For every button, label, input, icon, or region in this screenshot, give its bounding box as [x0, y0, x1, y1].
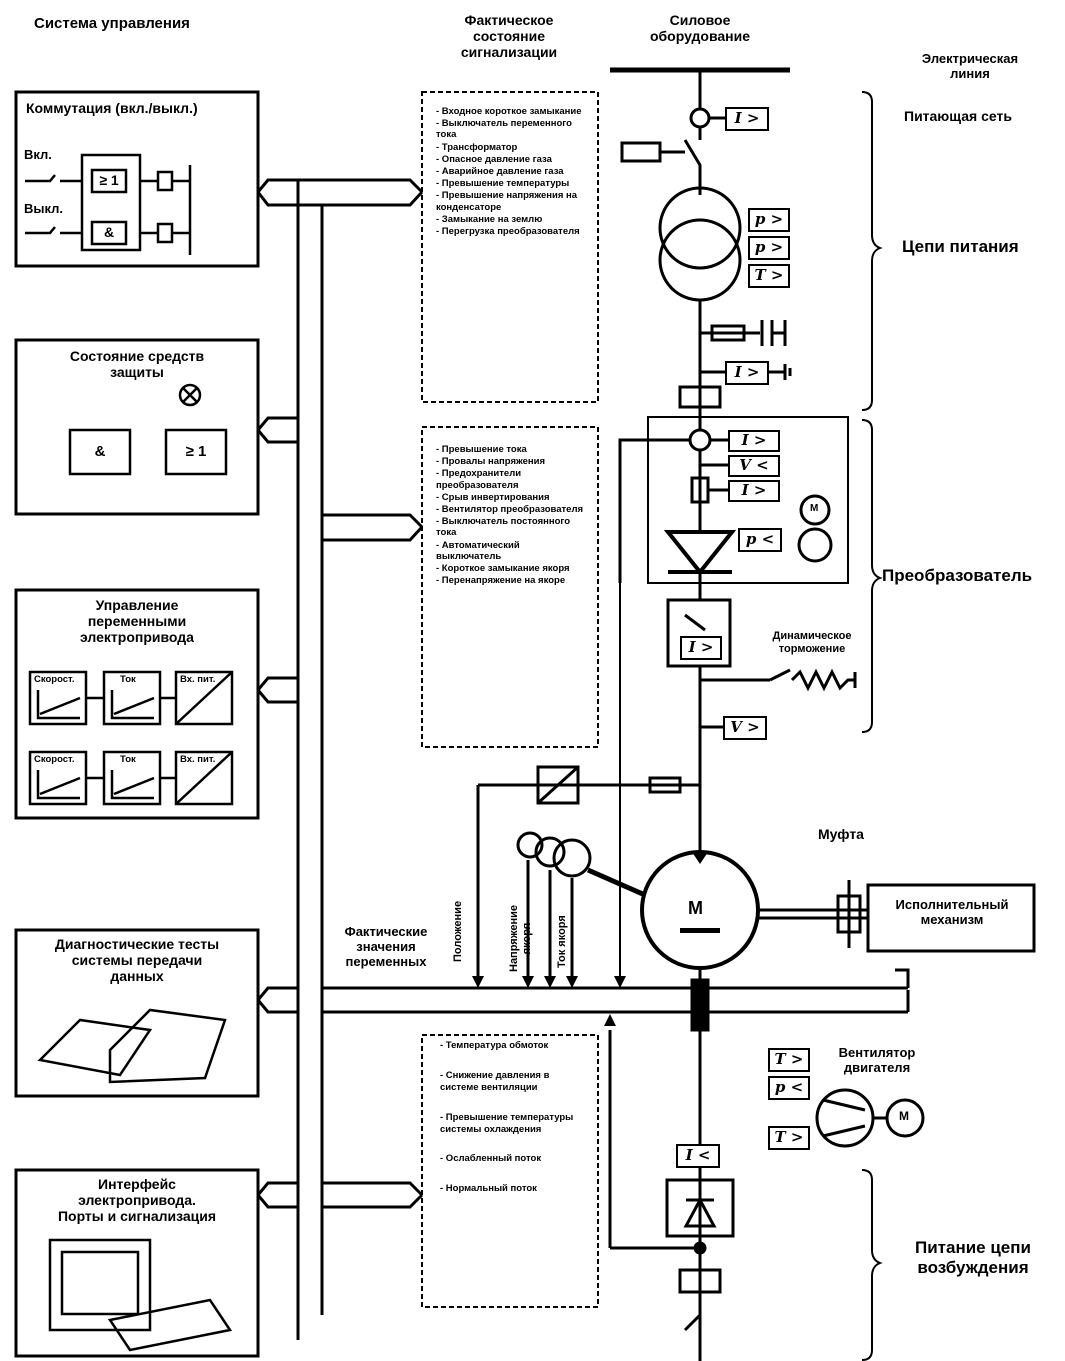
input-supply-block-label: Вх. пит. [180, 674, 216, 685]
signal-item: - Замыкание на землю [436, 213, 543, 225]
signal-item: - Опасное давление газа [436, 153, 552, 165]
converter-signal-list: - Превышение тока - Провалы напряжения -… [436, 444, 586, 587]
off-label: Выкл. [24, 201, 64, 216]
fan-motor-letter: M [899, 1109, 909, 1123]
mechanism-label: Исполнительный механизм [895, 897, 1009, 927]
motor-letter: M [688, 898, 703, 918]
interface-block-frame [14, 1168, 260, 1358]
motor-bar [680, 928, 720, 933]
supply-signal-box [421, 91, 599, 403]
signal-item: - Превышение тока [436, 444, 527, 455]
power-equipment-header: Силовое оборудование [649, 12, 751, 45]
signal-item: - Превышение температуры системы охлажде… [440, 1111, 574, 1135]
overpressure-relay-symbol-2: p > [748, 236, 790, 260]
signal-item: - Вентилятор преобразователя [436, 504, 584, 516]
fan-overtemp-symbol-2: T > [768, 1126, 810, 1150]
speed-block-label: Скорост. [34, 674, 75, 685]
signal-item: - Перегрузка преобразователя [436, 226, 580, 238]
control-system-header: Система управления [34, 15, 190, 32]
signal-item: - Срыв инвертирования [436, 491, 550, 503]
overvoltage-symbol: V > [723, 716, 767, 740]
signal-item: - Температура обмоток [440, 1040, 549, 1051]
protection-block-frame [14, 338, 260, 516]
actual-values-label: Фактические значения переменных [344, 924, 428, 969]
dynamic-braking-label: Динамическое торможение [772, 630, 852, 655]
signal-item: - Перенапряжение на якоре [436, 575, 566, 587]
coupling-label: Муфта [818, 826, 864, 842]
signal-item: - Выключатель постоянного тока [436, 516, 571, 539]
supply-network-label: Питающая сеть [904, 108, 1012, 124]
signal-item: - Трансформатор [436, 141, 518, 153]
diagnostics-block-frame [14, 928, 260, 1098]
signal-item: - Автоматический выключатель [436, 539, 520, 562]
actual-states-header: Фактическое состояние сигнализации [460, 12, 558, 61]
drive-control-block-frame [14, 588, 260, 820]
low-pressure-symbol: p < [738, 528, 782, 552]
excitation-signal-list: - Температура обмоток - Снижение давлени… [440, 1040, 588, 1196]
signal-item: - Аварийное давление газа [436, 166, 564, 178]
current-block-label: Ток [120, 674, 136, 685]
undercurrent-symbol: I < [676, 1144, 720, 1168]
undervoltage-symbol: V < [728, 455, 780, 477]
earth-fault-relay-symbol: I > [725, 361, 769, 385]
signal-item: - Выключатель переменного тока [436, 118, 572, 141]
or-gate-label: ≥ 1 [99, 172, 119, 188]
overpressure-relay-symbol: p > [748, 208, 790, 232]
supply-signal-list: - Входное короткое замыкание - Выключате… [436, 106, 586, 238]
switching-block-frame [14, 90, 260, 268]
signal-item: - Превышение температуры [436, 178, 570, 190]
armature-current-label: Ток якоря [556, 915, 568, 968]
fan-lowpressure-symbol: p < [768, 1076, 810, 1100]
protection-title: Состояние средств защиты [69, 348, 205, 381]
diagnostics-title: Диагностические тесты системы передачи д… [54, 936, 220, 985]
signal-item: - Входное короткое замыкание [436, 106, 582, 117]
interface-title: Интерфейс электропривода. Порты и сигнал… [57, 1176, 217, 1225]
overtemperature-relay-symbol: T > [748, 264, 790, 288]
protection-or-gate: ≥ 1 [185, 443, 207, 460]
fan-label: Вентилятор двигателя [838, 1045, 916, 1075]
signal-item: - Превышение напряжения на конденсаторе [436, 190, 578, 213]
switching-title: Коммутация (вкл./выкл.) [26, 100, 198, 116]
input-supply-block-label-2: Вх. пит. [180, 754, 216, 765]
on-label: Вкл. [24, 147, 52, 162]
signal-item: - Короткое замыкание якоря [436, 563, 570, 575]
fuse-overcurrent-symbol: I > [728, 480, 780, 502]
supply-circuits-label: Цепи питания [902, 237, 1019, 256]
speed-block-label-2: Скорост. [34, 754, 75, 765]
converter-label: Преобразователь [882, 566, 1033, 585]
electric-line-header: Электрическая линия [921, 51, 1019, 81]
converter-signal-box [421, 426, 599, 748]
signal-item: - Предохранители преобразователя [436, 468, 522, 491]
excitation-supply-label: Питание цепи возбуждения [915, 1238, 1031, 1277]
current-block-label-2: Ток [120, 754, 136, 765]
signal-item: - Ослабленный поток [440, 1153, 542, 1165]
signal-item: - Снижение давления в системе вентиляции [440, 1069, 550, 1093]
dc-breaker-overcurrent-symbol: I > [680, 636, 722, 660]
converter-fan-motor-letter: M [810, 503, 819, 514]
fan-overtemp-symbol: T > [768, 1048, 810, 1072]
overcurrent-relay-symbol: I > [725, 107, 769, 131]
protection-and-gate: & [94, 443, 106, 460]
drive-control-title: Управление переменными электропривода [80, 597, 194, 646]
converter-overcurrent-symbol: I > [728, 430, 780, 452]
position-label: Положение [452, 900, 464, 962]
and-gate-label: & [103, 224, 115, 240]
signal-item: - Провалы напряжения [436, 456, 546, 468]
signal-item: - Нормальный поток [440, 1183, 537, 1195]
excitation-signal-box [421, 1034, 599, 1308]
armature-voltage-label: Напряжение якоря [508, 905, 533, 972]
